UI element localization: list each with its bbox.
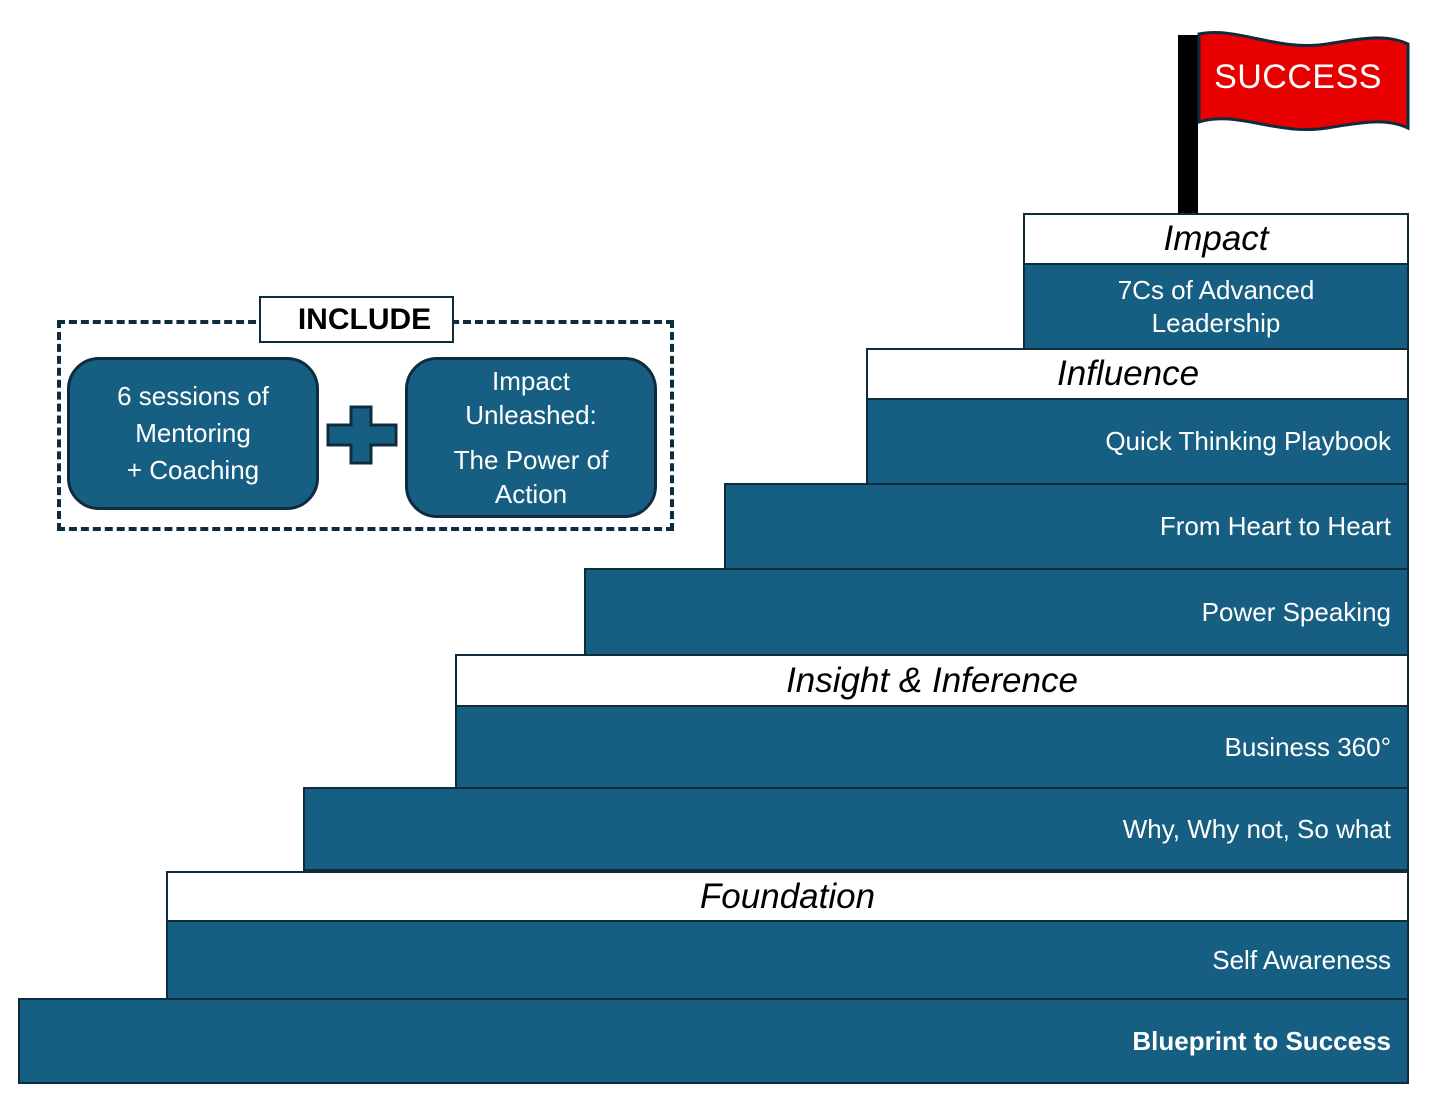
step-7cs-advanced-leadership: 7Cs of Advanced Leadership [1023, 263, 1409, 350]
card-line: Mentoring [135, 418, 251, 448]
card-line: Unleashed: [465, 400, 597, 430]
step-from-heart-to-heart: From Heart to Heart [724, 483, 1409, 570]
step-self-awareness: Self Awareness [166, 920, 1409, 1001]
card-line: Impact [491, 366, 571, 396]
success-flag-icon [1197, 31, 1410, 131]
flag-pole [1178, 35, 1198, 215]
step-label: 7Cs of Advanced Leadership [1117, 274, 1315, 338]
card-line: Action [494, 479, 568, 509]
step-power-speaking: Power Speaking [584, 568, 1409, 656]
include-label: INCLUDE [259, 296, 454, 343]
step-blueprint-to-success: Blueprint to Success [18, 998, 1409, 1084]
plus-icon [326, 405, 398, 465]
card-line: 6 sessions of [117, 381, 269, 411]
step-quick-thinking-playbook: Quick Thinking Playbook [866, 398, 1409, 485]
card-line: The Power of [453, 445, 609, 475]
step-business-360: Business 360° [455, 705, 1409, 789]
level-influence: Influence [866, 348, 1409, 400]
step-why-why-not-so-what: Why, Why not, So what [303, 787, 1409, 871]
impact-unleashed-card: Impact Unleashed: The Power of Action [405, 357, 657, 518]
level-foundation: Foundation [166, 871, 1409, 923]
card-line: + Coaching [126, 455, 260, 485]
level-insight-inference: Insight & Inference [455, 654, 1409, 707]
mentoring-card: 6 sessions of Mentoring + Coaching [67, 357, 319, 510]
level-impact: Impact [1023, 213, 1409, 265]
flag-label: SUCCESS [1214, 58, 1382, 96]
